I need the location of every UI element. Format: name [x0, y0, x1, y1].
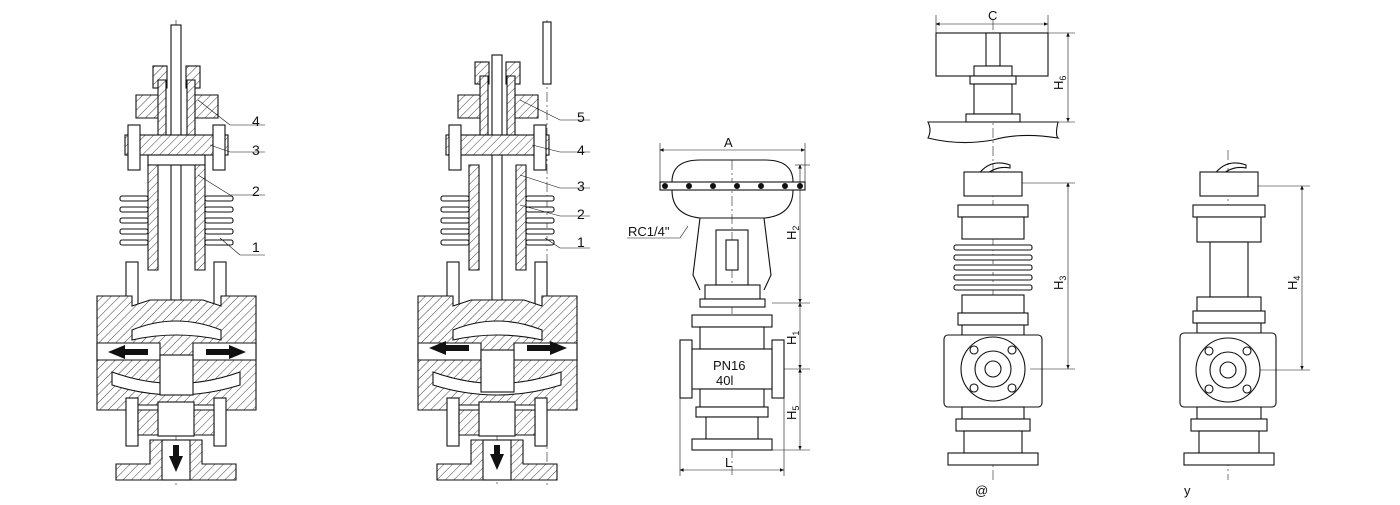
actuator-top-cover: [671, 159, 794, 183]
port-label: RC1/4": [628, 224, 670, 239]
callout-5: 5: [577, 109, 585, 125]
view-caption-b: y: [1184, 483, 1191, 498]
neck-wall-left: [147, 164, 159, 271]
dim-c: C: [988, 8, 997, 23]
actuator-bottom-cover: [671, 189, 794, 219]
dim-a: A: [724, 135, 733, 150]
section-view-a: 4 3 2 1: [96, 20, 265, 485]
side-view-a: C H6 H3 @: [927, 8, 1075, 498]
side-view-b: H4 y: [1179, 150, 1310, 498]
callout-3: 3: [577, 178, 585, 194]
cooling-fins-side: [953, 244, 1033, 291]
side-flange-right: [771, 339, 785, 399]
neck-wall-right: [194, 164, 206, 271]
cooling-fins-right: [204, 195, 234, 246]
section-view-b: 5 4 3 2 1: [417, 20, 590, 485]
callout-2: 2: [577, 206, 585, 222]
side-flange-left: [679, 339, 693, 399]
yoke: [692, 217, 772, 291]
flow-arrow-down-icon: [169, 445, 183, 472]
dim-h4: H4: [1285, 276, 1302, 290]
pipe-flange-face: [960, 336, 1026, 402]
callouts-b: 5 4 3 2 1: [519, 99, 590, 250]
flow-arrow-left-icon: [429, 341, 469, 355]
callout-1: 1: [252, 239, 260, 255]
size-marking: 40l: [716, 373, 733, 388]
callout-3: 3: [252, 142, 260, 158]
flow-arrow-right-icon: [527, 341, 567, 355]
flow-arrow-right-icon: [206, 345, 246, 359]
callout-1: 1: [577, 234, 585, 250]
flow-arrow-left-icon: [108, 345, 148, 359]
callout-2: 2: [252, 183, 260, 199]
flow-arrow-down-icon: [490, 445, 504, 470]
bottom-flange-front: [691, 438, 773, 451]
callout-4: 4: [252, 113, 260, 129]
dim-l: L: [725, 455, 732, 470]
bonnet-flange-b: [445, 134, 550, 156]
dim-h3: H3: [1051, 276, 1068, 290]
cooling-fins-b: [440, 195, 555, 246]
positioner: [725, 239, 739, 271]
break-line-top: [927, 121, 1060, 144]
plug-b: [480, 349, 515, 393]
extension-neck-side: [1209, 241, 1249, 298]
cooling-fins-left: [119, 195, 149, 246]
stud-right: [212, 124, 226, 171]
front-view: PN16 40l A H2 H1 H5 L RC1/4": [627, 135, 810, 476]
dim-h5: H5: [784, 406, 801, 420]
dim-h1: H1: [784, 331, 801, 345]
valve-body-front: [691, 348, 773, 390]
pressure-rating: PN16: [713, 358, 746, 373]
view-caption-a: @: [975, 483, 988, 498]
callout-4: 4: [577, 142, 585, 158]
bonnet-flange-side: [957, 204, 1029, 218]
bottom-flange-side: [947, 452, 1039, 466]
stud-left: [127, 124, 141, 171]
plug-a: [159, 354, 194, 396]
body-side: [943, 334, 1043, 408]
dim-h2: H2: [784, 226, 801, 240]
dim-h6: H6: [1051, 76, 1068, 90]
actuator-flange: [659, 181, 806, 191]
callouts-a: 4 3 2 1: [197, 99, 265, 256]
actuator-bolts: [662, 183, 803, 189]
